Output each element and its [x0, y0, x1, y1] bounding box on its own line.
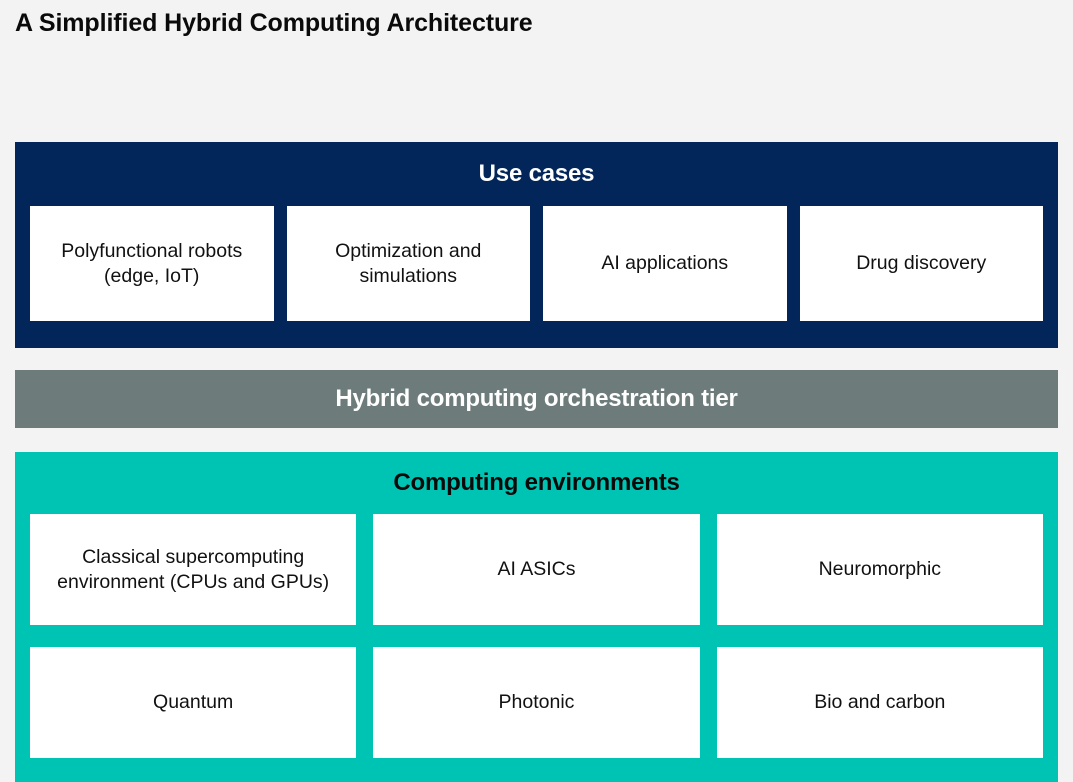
computing-environment-card-label: Quantum [153, 691, 234, 713]
use-case-card-label: Drug discovery [856, 252, 987, 274]
computing-environment-card[interactable]: Neuromorphic [716, 514, 1043, 625]
computing-environment-card-label: Photonic [498, 691, 575, 713]
use-case-card-label: AI applications [601, 252, 729, 274]
use-case-card[interactable]: AI applications [543, 206, 787, 321]
layer-title-orchestration-tier: Hybrid computing orchestration tier [335, 385, 738, 412]
computing-environment-card-label: Neuromorphic [818, 558, 942, 580]
layer-title-computing-environments: Computing environments [393, 469, 680, 496]
use-cases-card-row: Polyfunctional robots (edge, IoT) Optimi… [30, 206, 1043, 321]
computing-environment-card[interactable]: Photonic [373, 647, 700, 758]
computing-environments-card-row: Classical supercomputing environment (CP… [30, 514, 1043, 625]
page-title: A Simplified Hybrid Computing Architectu… [15, 9, 533, 37]
computing-environment-card-label: Classical supercomputing environment (CP… [57, 545, 330, 593]
layer-use-cases: Use cases Polyfunctional robots (edge, I… [15, 142, 1058, 348]
computing-environment-card[interactable]: Bio and carbon [716, 647, 1043, 758]
use-case-card[interactable]: Drug discovery [799, 206, 1043, 321]
use-case-card[interactable]: Polyfunctional robots (edge, IoT) [30, 206, 274, 321]
layer-title-use-cases: Use cases [478, 160, 595, 187]
computing-environment-card-label: Bio and carbon [814, 691, 946, 713]
computing-environment-card[interactable]: Classical supercomputing environment (CP… [30, 514, 357, 625]
computing-environments-rows: Classical supercomputing environment (CP… [30, 514, 1043, 758]
computing-environment-card-label: AI ASICs [497, 558, 576, 580]
computing-environment-card[interactable]: Quantum [30, 647, 357, 758]
use-case-card-label: Polyfunctional robots (edge, IoT) [61, 239, 243, 287]
computing-environments-card-row: Quantum Photonic Bio and carbon [30, 647, 1043, 758]
use-case-card[interactable]: Optimization and simulations [286, 206, 530, 321]
layer-orchestration-tier: Hybrid computing orchestration tier [15, 370, 1058, 428]
computing-environment-card[interactable]: AI ASICs [373, 514, 700, 625]
layer-computing-environments: Computing environments Classical superco… [15, 452, 1058, 782]
use-case-card-label: Optimization and simulations [335, 239, 482, 287]
